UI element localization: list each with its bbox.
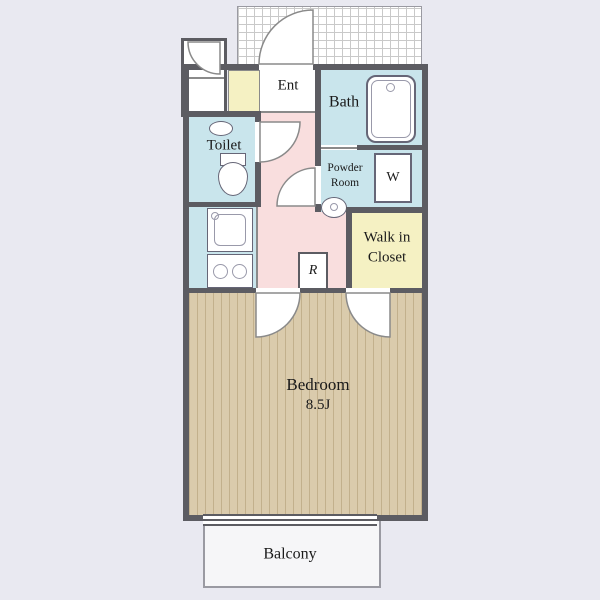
wall-segment	[346, 207, 428, 213]
door-opening	[315, 166, 321, 204]
wall-segment	[255, 111, 261, 122]
room-walk-in-closet	[352, 213, 422, 288]
door-opening	[346, 288, 390, 293]
door-opening	[255, 122, 261, 162]
wall-segment	[315, 204, 321, 212]
washing-machine-icon: W	[374, 153, 412, 203]
powder-room-label-line1: Powder	[327, 162, 363, 175]
hallway-upper	[261, 112, 315, 207]
toilet-icon	[216, 153, 248, 197]
bedroom-label-name: Bedroom	[286, 375, 350, 395]
wall-segment	[300, 288, 346, 293]
bath-sliding-door-line	[321, 147, 357, 149]
entrance-step-line	[261, 111, 315, 113]
wall-segment	[390, 288, 428, 293]
burner-icon	[232, 264, 247, 279]
refrigerator-box: R	[298, 252, 328, 290]
walk-in-closet-label-line2: Closet	[367, 249, 407, 265]
burner-icon	[213, 264, 228, 279]
wall-segment	[183, 515, 203, 521]
window-symbol	[203, 514, 377, 526]
wall-segment	[183, 111, 261, 117]
common-corridor-hatch	[237, 6, 422, 66]
bedroom-label: Bedroom 8.5J	[286, 374, 349, 416]
shoe-cabinet	[228, 70, 260, 113]
bathtub-drain-icon	[386, 83, 395, 92]
bathtub-inner-icon	[371, 80, 411, 138]
bath-label: Bath	[328, 93, 360, 111]
vanity-drain-icon	[330, 203, 338, 211]
walk-in-closet-label: Walk in Closet	[364, 229, 411, 268]
toilet-bowl-icon	[218, 162, 248, 196]
hand-basin-icon	[209, 121, 233, 136]
meter-box-divider	[184, 77, 224, 79]
wall-segment	[313, 64, 428, 70]
washer-label: W	[386, 170, 400, 185]
wall-segment	[183, 288, 256, 293]
wall-segment	[315, 64, 321, 166]
wall-segment	[255, 162, 261, 207]
refrigerator-label: R	[308, 263, 318, 278]
powder-room-label-line2: Room	[330, 177, 360, 189]
entrance-label: Ent	[277, 77, 299, 94]
bedroom-size-label: 8.5J	[305, 397, 331, 414]
wall-segment	[183, 64, 259, 70]
vanity-sink-icon	[321, 197, 347, 218]
bathtub-icon	[366, 75, 416, 143]
wall-segment	[357, 145, 428, 150]
balcony-label: Balcony	[263, 545, 317, 563]
kitchen-sink-icon	[207, 208, 253, 252]
stove-icon	[207, 254, 253, 288]
walk-in-closet-label-line1: Walk in	[363, 229, 411, 246]
toilet-label: Toilet	[206, 137, 242, 154]
powder-room-label: Powder Room	[327, 161, 362, 191]
window-center-line	[203, 519, 377, 521]
wall-segment	[377, 515, 428, 521]
room-balcony	[203, 521, 381, 588]
wall-segment	[189, 202, 255, 207]
sink-bowl-icon	[214, 214, 246, 246]
room-entrance	[259, 70, 315, 112]
wall-segment	[346, 207, 352, 288]
door-opening	[259, 64, 313, 70]
faucet-icon	[211, 212, 219, 220]
door-opening	[256, 288, 300, 293]
kitchen-boundary-line	[256, 207, 258, 288]
